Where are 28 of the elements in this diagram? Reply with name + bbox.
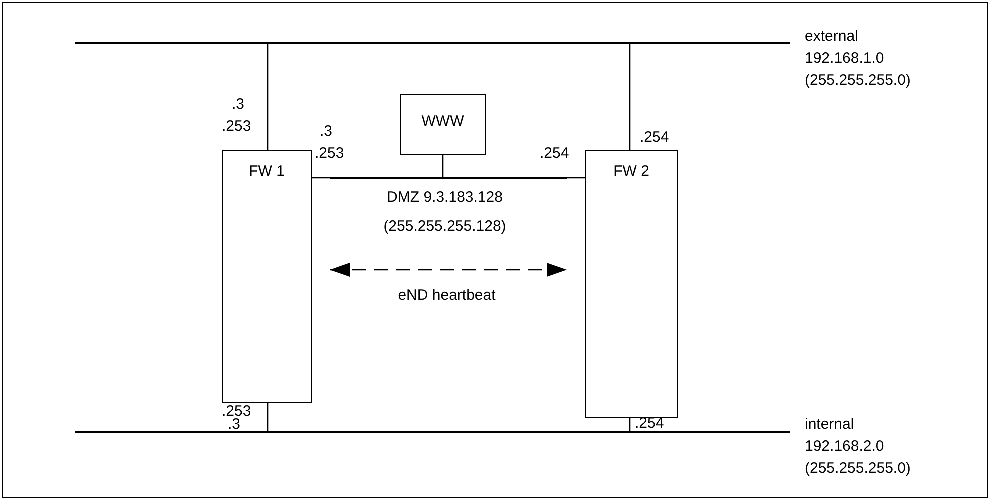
connector-line (629, 44, 631, 150)
connector-line (267, 403, 269, 431)
network-label: DMZ 9.3.183.128 (255.255.255.128) (382, 188, 508, 237)
address-label: .3 (232, 97, 245, 112)
connector-line (267, 44, 269, 150)
arrow (330, 263, 567, 277)
address-label: .254 (640, 130, 670, 145)
address-label: .3 (320, 124, 333, 139)
connector-line (567, 177, 585, 179)
address-label: .253 (315, 146, 344, 161)
connector-line (442, 155, 444, 177)
firewall-label: FW 1 (249, 163, 285, 180)
network-label: internal 192.168.2.0 (255.255.255.0) (805, 415, 912, 479)
address-label: .253 (222, 404, 252, 419)
address-label: .3 (228, 417, 241, 432)
network-line (330, 177, 567, 179)
network-label: external 192.168.1.0 (255.255.255.0) (805, 27, 912, 91)
server-label: WWW (422, 113, 464, 130)
network-line (75, 42, 790, 44)
address-label: .254 (540, 146, 570, 161)
firewall-label: FW 2 (614, 163, 650, 180)
network-line (75, 431, 790, 433)
connector-line (312, 177, 330, 179)
firewall-box (585, 150, 678, 418)
firewall-box (222, 150, 312, 403)
connector-line (629, 418, 631, 431)
server-box (400, 94, 486, 155)
address-label: .253 (222, 119, 252, 134)
